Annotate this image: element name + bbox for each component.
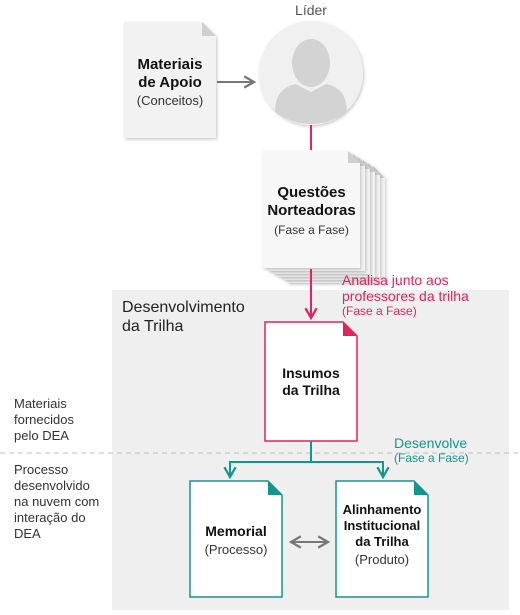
track-development-title-line1: Desenvolvimento bbox=[122, 299, 245, 316]
materials-provided-note: Materiais fornecidos pelo DEA bbox=[14, 396, 109, 444]
track-inputs-document bbox=[264, 321, 358, 442]
guiding-questions-subtitle: (Fase a Fase) bbox=[274, 223, 349, 237]
analysis-note-line1: Analisa junto aos bbox=[342, 272, 449, 288]
support-materials-title-line2: de Apoio bbox=[138, 74, 202, 91]
cloud-process-line: Processo bbox=[14, 462, 69, 477]
analysis-note-line3: (Fase a Fase) bbox=[342, 304, 417, 318]
track-development-title-line2: da Trilha bbox=[122, 318, 184, 335]
user-silhouette-icon bbox=[275, 39, 347, 124]
materials-provided-line: Materiais bbox=[14, 396, 67, 411]
cloud-process-line: desenvolvido bbox=[14, 478, 90, 493]
materials-provided-line: pelo DEA bbox=[14, 428, 69, 443]
alignment-title-line3: da Trilha bbox=[355, 534, 409, 549]
cloud-process-line: na nuvem com bbox=[14, 494, 100, 509]
analysis-note: Analisa junto aos professores da trilha … bbox=[342, 272, 517, 319]
guiding-questions-title-line2: Norteadoras bbox=[267, 202, 356, 219]
leader-avatar bbox=[259, 21, 363, 125]
cloud-process-line: DEA bbox=[14, 526, 41, 541]
guiding-questions-stack bbox=[263, 151, 385, 283]
support-materials-document bbox=[124, 22, 216, 138]
alignment-document bbox=[335, 480, 429, 598]
leader-label: Líder bbox=[295, 2, 327, 18]
track-inputs-text: Insumos da Trilha bbox=[265, 365, 357, 399]
memorial-text: Memorial (Processo) bbox=[190, 522, 282, 560]
memorial-title: Memorial bbox=[205, 523, 267, 539]
materials-provided-line: fornecidos bbox=[14, 412, 74, 427]
support-materials-text: Materiais de Apoio (Conceitos) bbox=[124, 56, 216, 110]
track-inputs-title-line1: Insumos bbox=[282, 365, 340, 381]
analysis-note-line2: professores da trilha bbox=[342, 288, 469, 304]
alignment-title-line2: Institucional bbox=[343, 518, 421, 533]
alignment-subtitle: (Produto) bbox=[354, 552, 410, 567]
develops-note: Desenvolve (Fase a Fase) bbox=[394, 435, 514, 466]
guiding-questions-text: Questões Norteadoras (Fase a Fase) bbox=[263, 184, 360, 240]
develops-connector bbox=[223, 441, 390, 480]
guiding-questions-title-line1: Questões bbox=[277, 184, 346, 201]
develops-note-line2: (Fase a Fase) bbox=[394, 451, 469, 465]
alignment-title-line1: Alinhamento bbox=[342, 502, 422, 517]
support-materials-title-line1: Materiais bbox=[137, 56, 203, 73]
develops-note-line1: Desenvolve bbox=[394, 435, 468, 451]
support-materials-subtitle: (Conceitos) bbox=[136, 93, 204, 108]
track-inputs-title-line2: da Trilha bbox=[282, 382, 340, 398]
cloud-process-line: interação do bbox=[14, 510, 86, 525]
alignment-text: Alinhamento Institucional da Trilha (Pro… bbox=[330, 502, 434, 570]
memorial-document bbox=[189, 480, 283, 598]
track-development-title: Desenvolvimento da Trilha bbox=[122, 298, 282, 336]
memorial-subtitle: (Processo) bbox=[204, 542, 268, 557]
cloud-process-note: Processo desenvolvido na nuvem com inter… bbox=[14, 462, 112, 542]
